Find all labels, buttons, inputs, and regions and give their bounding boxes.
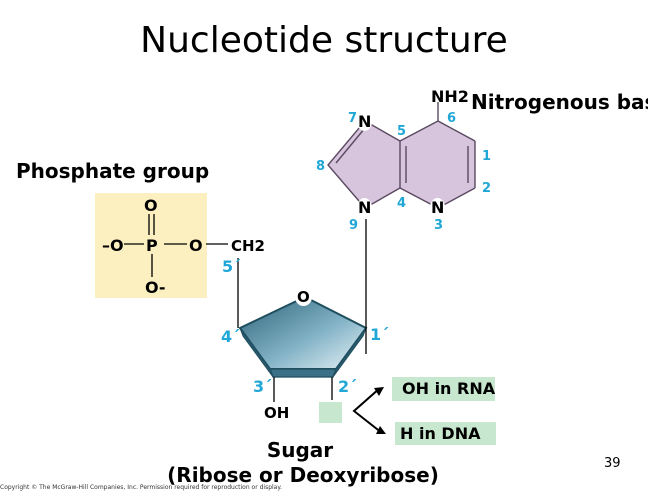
ring-number-8: 8 <box>316 159 326 174</box>
ring-number-7: 7 <box>348 111 358 126</box>
variant-arrows <box>352 387 386 434</box>
phosphate-oxygen-top: O <box>144 196 158 215</box>
page-number: 39 <box>604 456 621 471</box>
prime-5: 5´ <box>222 257 242 276</box>
ring-number-1: 1 <box>482 149 492 164</box>
prime-4: 4´ <box>221 327 241 346</box>
ring-number-6: 6 <box>447 111 457 126</box>
c2-substituent-placeholder <box>319 402 342 423</box>
sugar-caption: Sugar <box>266 438 334 462</box>
base-heading: Nitrogenous base <box>471 90 648 114</box>
sugar-ring <box>238 295 368 378</box>
ring-number-2: 2 <box>482 181 492 196</box>
ch2-label: CH2 <box>231 237 265 255</box>
phosphate-bonds <box>124 214 228 277</box>
c3-hydroxyl: OH <box>264 404 290 422</box>
sugar-caption-subtitle: (Ribose or Deoxyribose) <box>167 463 439 487</box>
rna-variant-label: OH in RNA <box>392 377 495 401</box>
ring-number-4: 4 <box>397 196 407 211</box>
ring-number-9: 9 <box>349 218 359 233</box>
base-nitrogen-3: N <box>430 198 446 217</box>
dna-variant-label: H in DNA <box>395 422 496 445</box>
prime-2: 2´ <box>338 377 358 396</box>
copyright-notice: Copyright © The McGraw-Hill Companies, I… <box>0 484 282 491</box>
base-nitrogen-7: N <box>357 112 373 131</box>
ring-number-3: 3 <box>434 218 444 233</box>
ring-number-5: 5 <box>397 124 407 139</box>
ring-oxygen: O <box>295 288 312 306</box>
phosphate-box <box>95 193 207 298</box>
phosphate-oxygen-right: O <box>189 236 203 255</box>
phosphorus-atom: P <box>146 236 158 255</box>
amino-group: NH2 <box>431 87 469 106</box>
phosphate-heading: Phosphate group <box>16 159 210 183</box>
phosphate-oxygen-bottom: O- <box>145 278 166 297</box>
phosphate-oxygen-left: –O <box>102 236 124 255</box>
slide-title: Nucleotide structure <box>140 20 508 61</box>
prime-3: 3´ <box>253 377 273 396</box>
base-nitrogen-9: N <box>357 198 373 217</box>
prime-1: 1´ <box>370 325 390 344</box>
